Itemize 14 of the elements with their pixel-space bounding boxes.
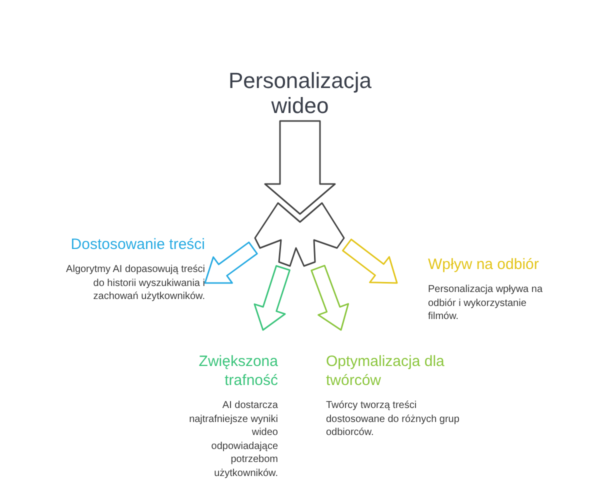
split-arrow-drawing	[253, 120, 347, 268]
heading: Dostosowanie treści	[70, 235, 205, 254]
block-arrow	[310, 264, 350, 331]
block-arrow	[204, 242, 258, 284]
description: AI dostarcza najtrafniejsze wyniki wideo odpowiadające potrzebom użytkowników.	[188, 399, 278, 480]
heading: Wpływ na odbiór	[428, 255, 540, 274]
description: Personalizacja wpływa na odbiór i wykorzystanie filmów.	[428, 283, 544, 324]
heading: Optymalizacja dla twórców	[326, 352, 446, 390]
block-arrow	[342, 238, 398, 284]
description: Algorytmy AI dopasowują treści do historii wyszukiwania i zachowań użytkowników.	[65, 263, 205, 304]
title: Personalizacja wideo	[227, 68, 373, 118]
block-arrow	[254, 265, 290, 331]
description: Twórcy tworzą treści dostosowane do różnych grup odbiorców.	[326, 399, 460, 440]
heading: Zwiększona trafność	[198, 352, 278, 390]
